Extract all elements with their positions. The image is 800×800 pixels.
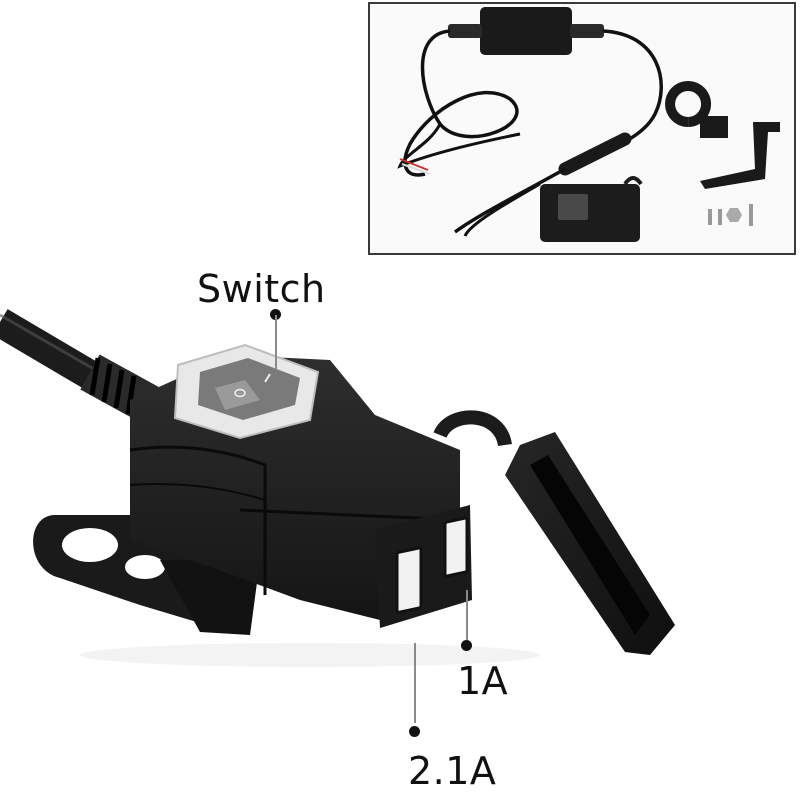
charger-unit xyxy=(540,184,640,242)
switch-callout-line xyxy=(275,315,277,370)
port-2-1a-callout-dot xyxy=(409,726,420,737)
port-1a-callout-label: 1A xyxy=(457,659,509,703)
port-2-1a-callout-label: 2.1A xyxy=(408,749,497,793)
kit-contents-illustration xyxy=(397,7,780,242)
power-cable xyxy=(0,309,103,391)
charger-device-illustration xyxy=(0,309,675,667)
port-1a-callout-line xyxy=(466,590,468,640)
charger-main-photo xyxy=(0,260,800,800)
port-1a-callout-dot xyxy=(461,640,472,651)
usb-port-1a xyxy=(443,516,469,578)
switch-cover xyxy=(173,343,320,440)
port-2-1a-callout-line xyxy=(414,643,416,723)
cap-tether xyxy=(433,410,512,447)
fuse-module xyxy=(480,7,572,55)
kit-contents-inset xyxy=(368,2,796,255)
switch-callout-dot xyxy=(270,309,281,320)
usb-port-2-1a xyxy=(395,546,423,614)
switch-callout-label: Switch xyxy=(197,267,326,311)
